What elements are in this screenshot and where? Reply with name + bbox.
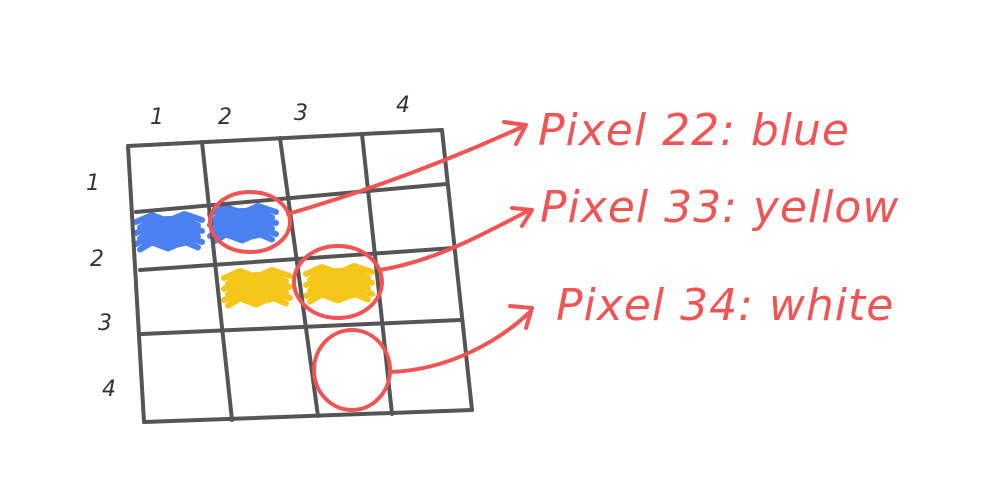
grid-line-top: [126, 128, 444, 148]
callout-arrow-pixel-34: [388, 310, 532, 374]
highlight-circle-pixel-34: [312, 328, 392, 412]
column-label-1: 1: [150, 105, 164, 130]
arrowhead-pixel-34: [508, 304, 534, 330]
row-label-3: 3: [98, 311, 112, 336]
pixel-22-scribble: [207, 203, 279, 245]
grid-line-v2: [278, 136, 320, 418]
row-labels: 1 2 3 4: [86, 171, 116, 402]
row-label-1: 1: [86, 171, 100, 196]
pixel-32-scribble: [221, 267, 293, 309]
grid-line-v3: [360, 132, 394, 416]
grid-line-v1: [200, 140, 234, 422]
column-label-3: 3: [294, 101, 308, 126]
column-label-2: 2: [218, 105, 232, 130]
grid-line-bottom: [142, 408, 474, 424]
callout-label-pixel-34: Pixel 34: white: [556, 280, 894, 331]
row-label-4: 4: [102, 377, 116, 402]
callout-label-pixel-33: Pixel 33: yellow: [540, 182, 899, 233]
row-label-2: 2: [90, 247, 104, 272]
callout-labels: Pixel 22: blue Pixel 33: yellow Pixel 34…: [538, 105, 899, 331]
arrowhead-pixel-33: [510, 206, 534, 228]
callout-label-pixel-22: Pixel 22: blue: [538, 105, 850, 156]
filled-pixels: [133, 203, 375, 309]
pixel-21-fill: [133, 211, 205, 253]
pixel-21-scribble: [133, 211, 205, 253]
pixel-33-fill: [303, 263, 375, 305]
pixel-grid: [126, 128, 474, 424]
pixel-33-scribble: [303, 263, 375, 305]
highlight-circle-pixel-22: [208, 190, 292, 254]
grid-line-h1: [134, 182, 448, 214]
grid-line-h3: [140, 318, 462, 336]
callout-arrow-pixel-33: [378, 208, 532, 272]
pixel-22-fill: [207, 203, 279, 245]
pixel-32-fill: [221, 267, 293, 309]
highlight-circle-pixel-33: [292, 244, 384, 320]
arrowhead-pixel-22: [502, 120, 528, 146]
callouts: [208, 120, 534, 412]
callout-arrow-pixel-22: [286, 124, 526, 216]
grid-line-right: [440, 128, 474, 412]
grid-line-left: [126, 144, 146, 424]
column-labels: 1 2 3 4: [150, 93, 410, 130]
column-label-4: 4: [396, 93, 410, 118]
